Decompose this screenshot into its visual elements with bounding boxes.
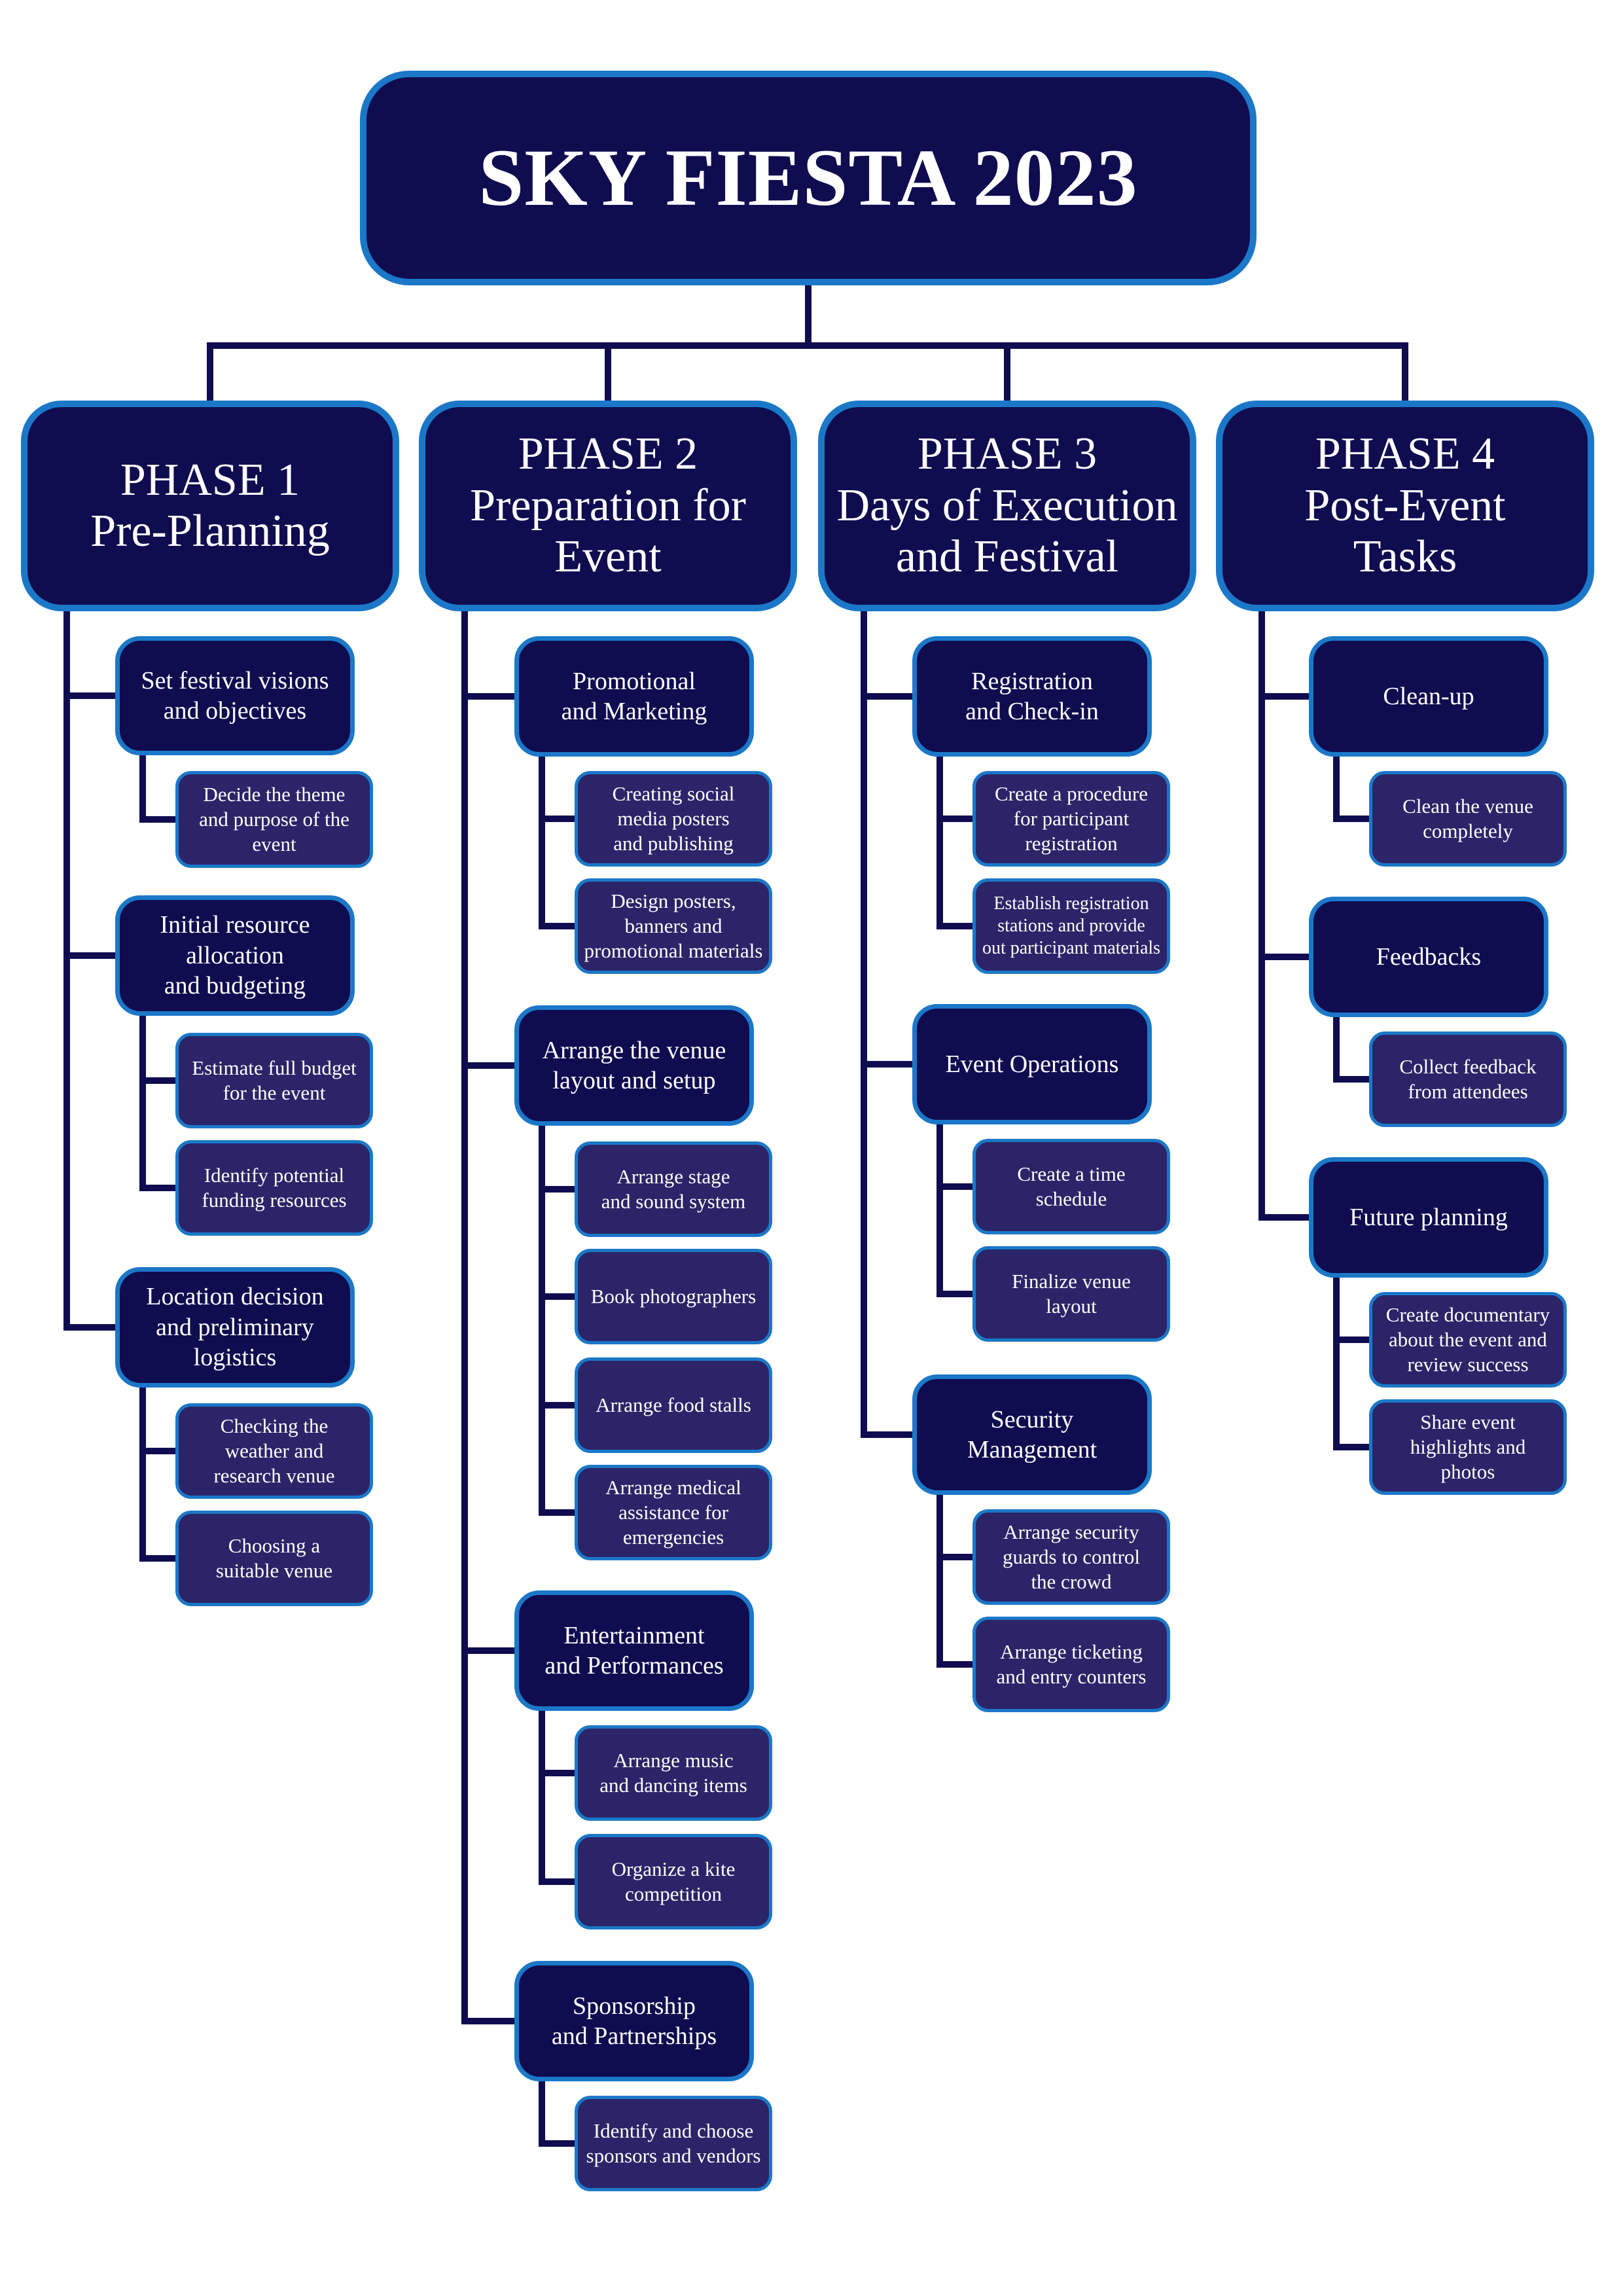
subtask-3-3-1: Arrange security guards to control the c… bbox=[972, 1509, 1170, 1605]
task-2-4: Sponsorship and Partnerships bbox=[514, 1961, 754, 2081]
subtask-1-2-1: Estimate full budget for the event bbox=[175, 1033, 373, 1128]
task-2-3: Entertainment and Performances bbox=[514, 1590, 754, 1711]
task-4-2: Feedbacks bbox=[1309, 897, 1548, 1017]
subtask-4-3-2: Share event highlights and photos bbox=[1369, 1399, 1567, 1495]
task-3-2: Event Operations bbox=[912, 1004, 1152, 1124]
subtask-4-2-1: Collect feedback from attendees bbox=[1369, 1031, 1567, 1127]
subtask-2-3-2: Organize a kite competition bbox=[575, 1834, 772, 1929]
task-3-1: Registration and Check-in bbox=[912, 636, 1152, 757]
phase-3-box: PHASE 3 Days of Execution and Festival bbox=[818, 401, 1196, 611]
subtask-1-3-2: Choosing a suitable venue bbox=[175, 1511, 373, 1606]
subtask-4-3-1: Create documentary about the event and r… bbox=[1369, 1292, 1567, 1388]
subtask-1-1-1: Decide the theme and purpose of the even… bbox=[175, 771, 373, 868]
subtask-1-3-1: Checking the weather and research venue bbox=[175, 1403, 373, 1499]
task-3-3: Security Management bbox=[912, 1374, 1152, 1495]
task-4-1: Clean-up bbox=[1309, 636, 1548, 757]
subtask-2-2-3: Arrange food stalls bbox=[575, 1357, 772, 1453]
subtask-2-2-4: Arrange medical assistance for emergenci… bbox=[575, 1465, 772, 1560]
subtask-3-2-2: Finalize venue layout bbox=[972, 1246, 1170, 1342]
task-2-1: Promotional and Marketing bbox=[514, 636, 754, 757]
task-4-3: Future planning bbox=[1309, 1157, 1548, 1278]
subtask-4-1-1: Clean the venue completely bbox=[1369, 771, 1567, 867]
task-2-2: Arrange the venue layout and setup bbox=[514, 1005, 754, 1126]
diagram-title: SKY FIESTA 2023 bbox=[360, 71, 1257, 285]
subtask-2-3-1: Arrange music and dancing items bbox=[575, 1725, 772, 1821]
subtask-3-1-1: Create a procedure for participant regis… bbox=[972, 771, 1170, 867]
subtask-3-3-2: Arrange ticketing and entry counters bbox=[972, 1617, 1170, 1712]
subtask-2-1-2: Design posters, banners and promotional … bbox=[575, 878, 772, 974]
subtask-3-2-1: Create a time schedule bbox=[972, 1139, 1170, 1234]
phase-4-box: PHASE 4 Post-Event Tasks bbox=[1216, 401, 1594, 611]
subtask-3-1-2: Establish registration stations and prov… bbox=[972, 878, 1170, 974]
task-1-2: Initial resource allocation and budgetin… bbox=[115, 895, 355, 1016]
task-1-3: Location decision and preliminary logist… bbox=[115, 1267, 355, 1388]
phase-1-box: PHASE 1 Pre-Planning bbox=[21, 401, 399, 611]
subtask-1-2-2: Identify potential funding resources bbox=[175, 1140, 373, 1236]
subtask-2-1-1: Creating social media posters and publis… bbox=[575, 771, 772, 867]
subtask-2-2-1: Arrange stage and sound system bbox=[575, 1141, 772, 1237]
phase-2-box: PHASE 2 Preparation for Event bbox=[419, 401, 797, 611]
subtask-2-2-2: Book photographers bbox=[575, 1249, 772, 1344]
task-1-1: Set festival visions and objectives bbox=[115, 636, 355, 755]
subtask-2-4-1: Identify and choose sponsors and vendors bbox=[575, 2096, 772, 2191]
